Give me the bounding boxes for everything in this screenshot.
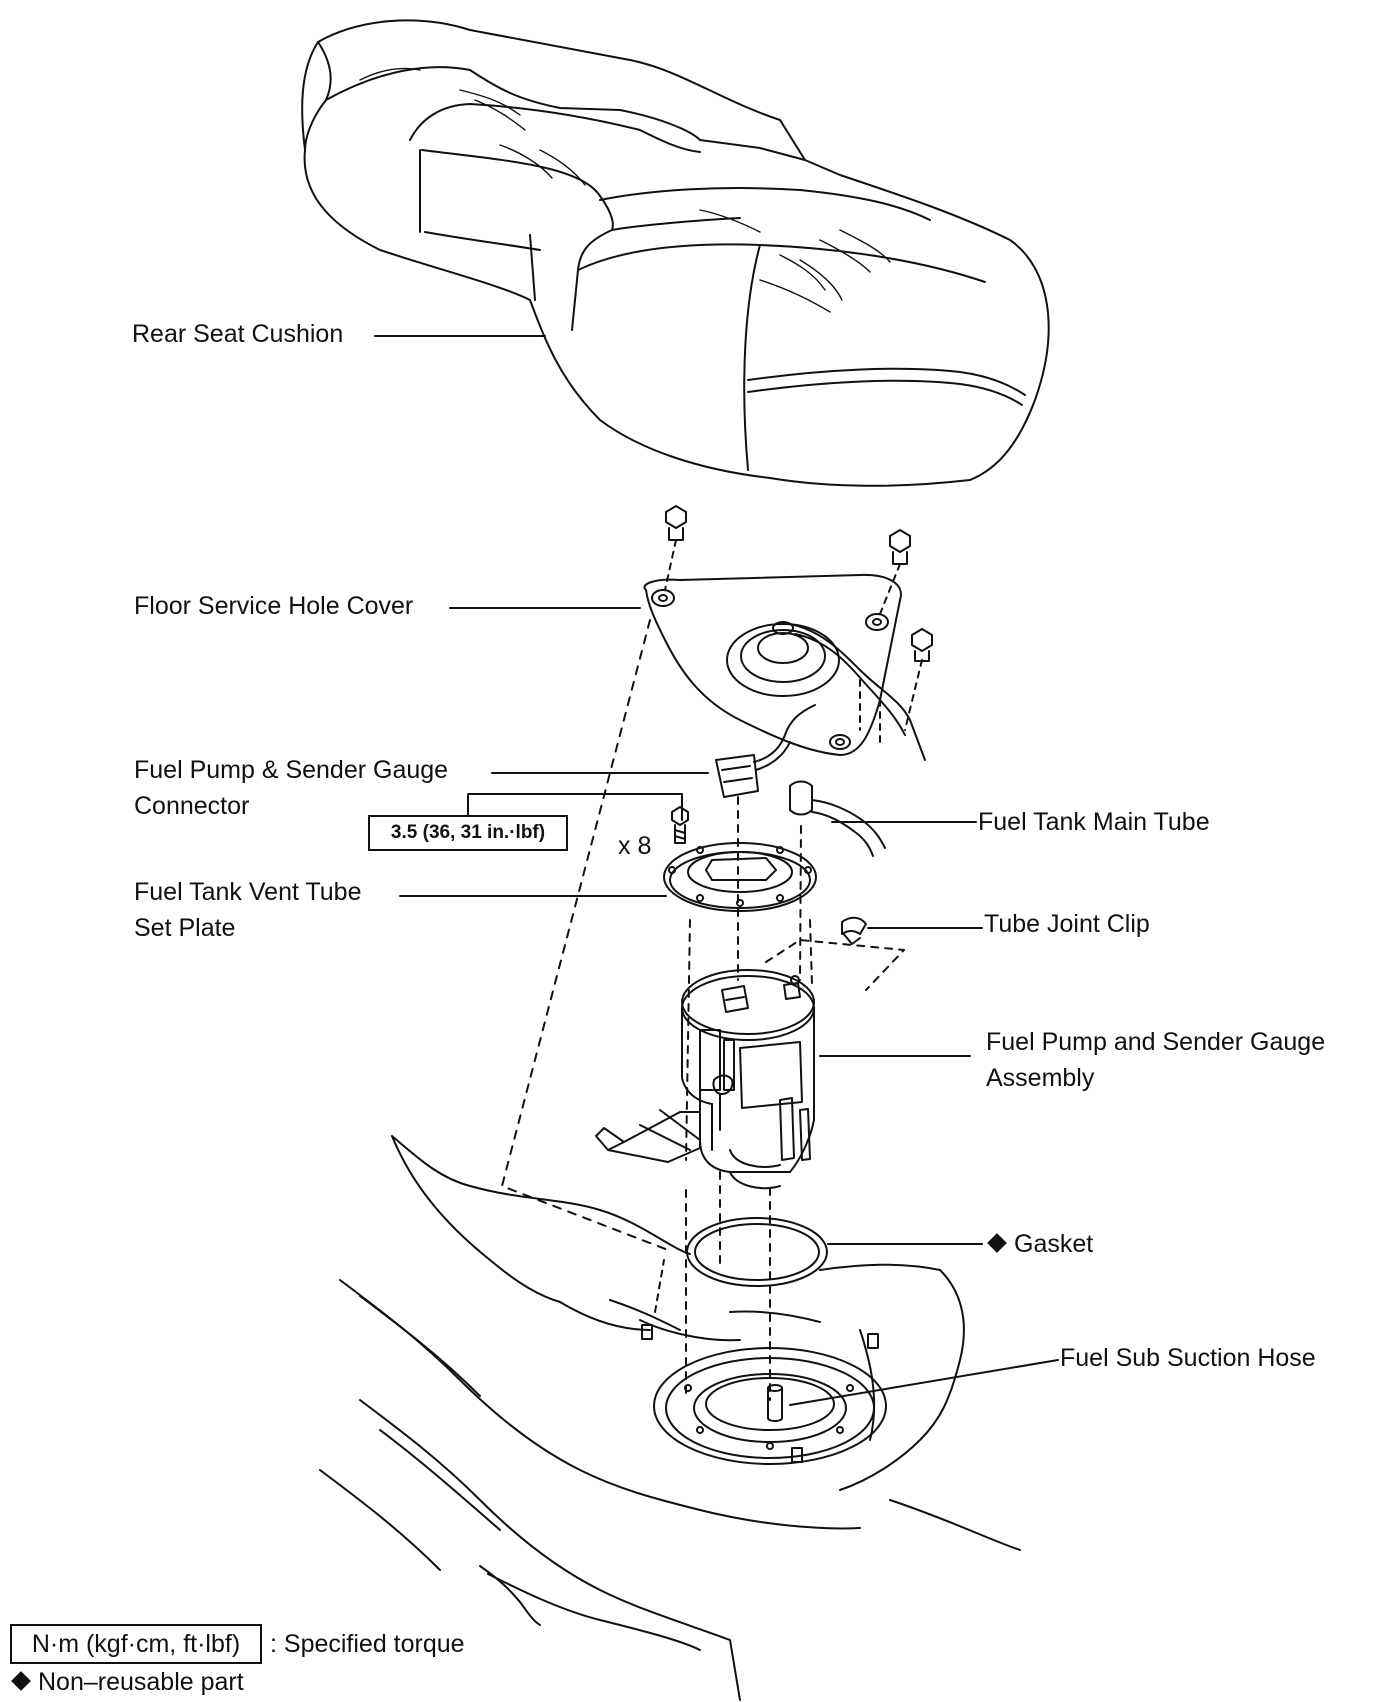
tube-joint-clip-drawing (765, 916, 905, 991)
pump-connector-drawing (715, 704, 816, 981)
fuel-tank-drawing (319, 1135, 1021, 1701)
set-plate-drawing (663, 842, 817, 912)
non-reusable-diamond-icon (987, 1233, 1007, 1254)
legend-torque-desc: : Specified torque (270, 1630, 465, 1658)
label-gasket-text: Gasket (1014, 1230, 1094, 1258)
floor-service-hole-cover-drawing (643, 573, 926, 761)
legend-torque-box: N·m (kgf·cm, ft·lbf) (10, 1624, 262, 1664)
bolt-drawing (671, 806, 689, 844)
leader-fuel-sub-suction-hose (789, 1359, 1059, 1406)
label-tube-joint-clip: Tube Joint Clip (984, 910, 1150, 938)
rear-seat-cushion-drawing (301, 19, 1050, 487)
label-rear-seat-cushion: Rear Seat Cushion (132, 320, 344, 348)
pump-assembly-drawing (595, 919, 815, 1401)
gasket-drawing (686, 1217, 828, 1287)
leader-torque (467, 793, 683, 821)
fuel-tank-main-tube-drawing (789, 780, 886, 981)
label-fuel-pump-connector-line2: Connector (134, 792, 250, 820)
label-pump-assembly-line1: Fuel Pump and Sender Gauge (986, 1028, 1326, 1056)
legend-non-reusable-text: Non–reusable part (38, 1668, 244, 1696)
alignment-dashed-lines (501, 619, 669, 1251)
label-floor-service-hole-cover: Floor Service Hole Cover (134, 592, 414, 620)
label-pump-assembly-line2: Assembly (986, 1064, 1095, 1092)
label-vent-tube-set-plate-line2: Set Plate (134, 914, 236, 942)
torque-spec-box: 3.5 (36, 31 in.·lbf) (368, 815, 568, 851)
legend-diamond-icon (11, 1671, 31, 1692)
label-vent-tube-set-plate-line1: Fuel Tank Vent Tube (134, 878, 362, 906)
legend-non-reusable: Non–reusable part (11, 1664, 244, 1700)
label-bolt-count: x 8 (618, 832, 652, 860)
label-gasket: Gasket (987, 1226, 1094, 1262)
cover-screws (664, 505, 933, 731)
tank-studs (641, 1324, 879, 1463)
label-fuel-tank-main-tube: Fuel Tank Main Tube (978, 808, 1210, 836)
label-fuel-sub-suction-hose: Fuel Sub Suction Hose (1060, 1344, 1316, 1372)
label-fuel-pump-connector-line1: Fuel Pump & Sender Gauge (134, 756, 449, 784)
